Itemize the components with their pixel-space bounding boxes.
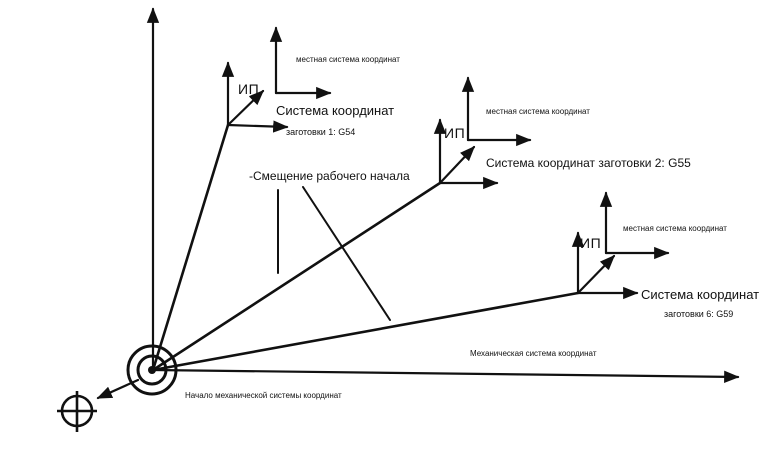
g59-label-line2: заготовки 6: G59 xyxy=(664,309,734,319)
offset-label: -Смещение рабочего начала xyxy=(248,169,411,183)
offset-leader-diagonal xyxy=(302,186,391,321)
g55-ip-diagonal xyxy=(438,145,476,185)
g54-x-axis xyxy=(226,120,289,133)
offset-vector-g59 xyxy=(151,291,580,372)
machine-origin-symbol xyxy=(126,344,178,396)
local-cs-label-1: местная система координат xyxy=(296,55,400,64)
g55-label: Система координат заготовки 2: G55 xyxy=(485,156,692,170)
machine-x-axis xyxy=(151,368,740,383)
machine-origin-label: Начало механической системы координат xyxy=(185,391,342,400)
g59-ip-diagonal xyxy=(576,254,616,295)
ip-label-3: ИП xyxy=(580,235,602,251)
g54-label-line2: заготовки 1: G54 xyxy=(286,127,356,137)
g54-label-line1: Система координат xyxy=(275,103,396,118)
ip-label-1: ИП xyxy=(238,81,260,97)
machine-cs-label: Механическая система координат xyxy=(470,349,597,358)
offset-vector-g55 xyxy=(151,181,442,372)
ip-label-2: ИП xyxy=(444,125,466,141)
g54-ip-diagonal xyxy=(226,89,265,127)
offset-vector-g54 xyxy=(151,123,230,372)
local-cs-label-3: местная система координат xyxy=(623,224,727,233)
reference-point-symbol xyxy=(57,391,97,432)
g59-label-line1: Система координат xyxy=(640,287,761,302)
local-cs-label-2: местная система координат xyxy=(486,107,590,116)
